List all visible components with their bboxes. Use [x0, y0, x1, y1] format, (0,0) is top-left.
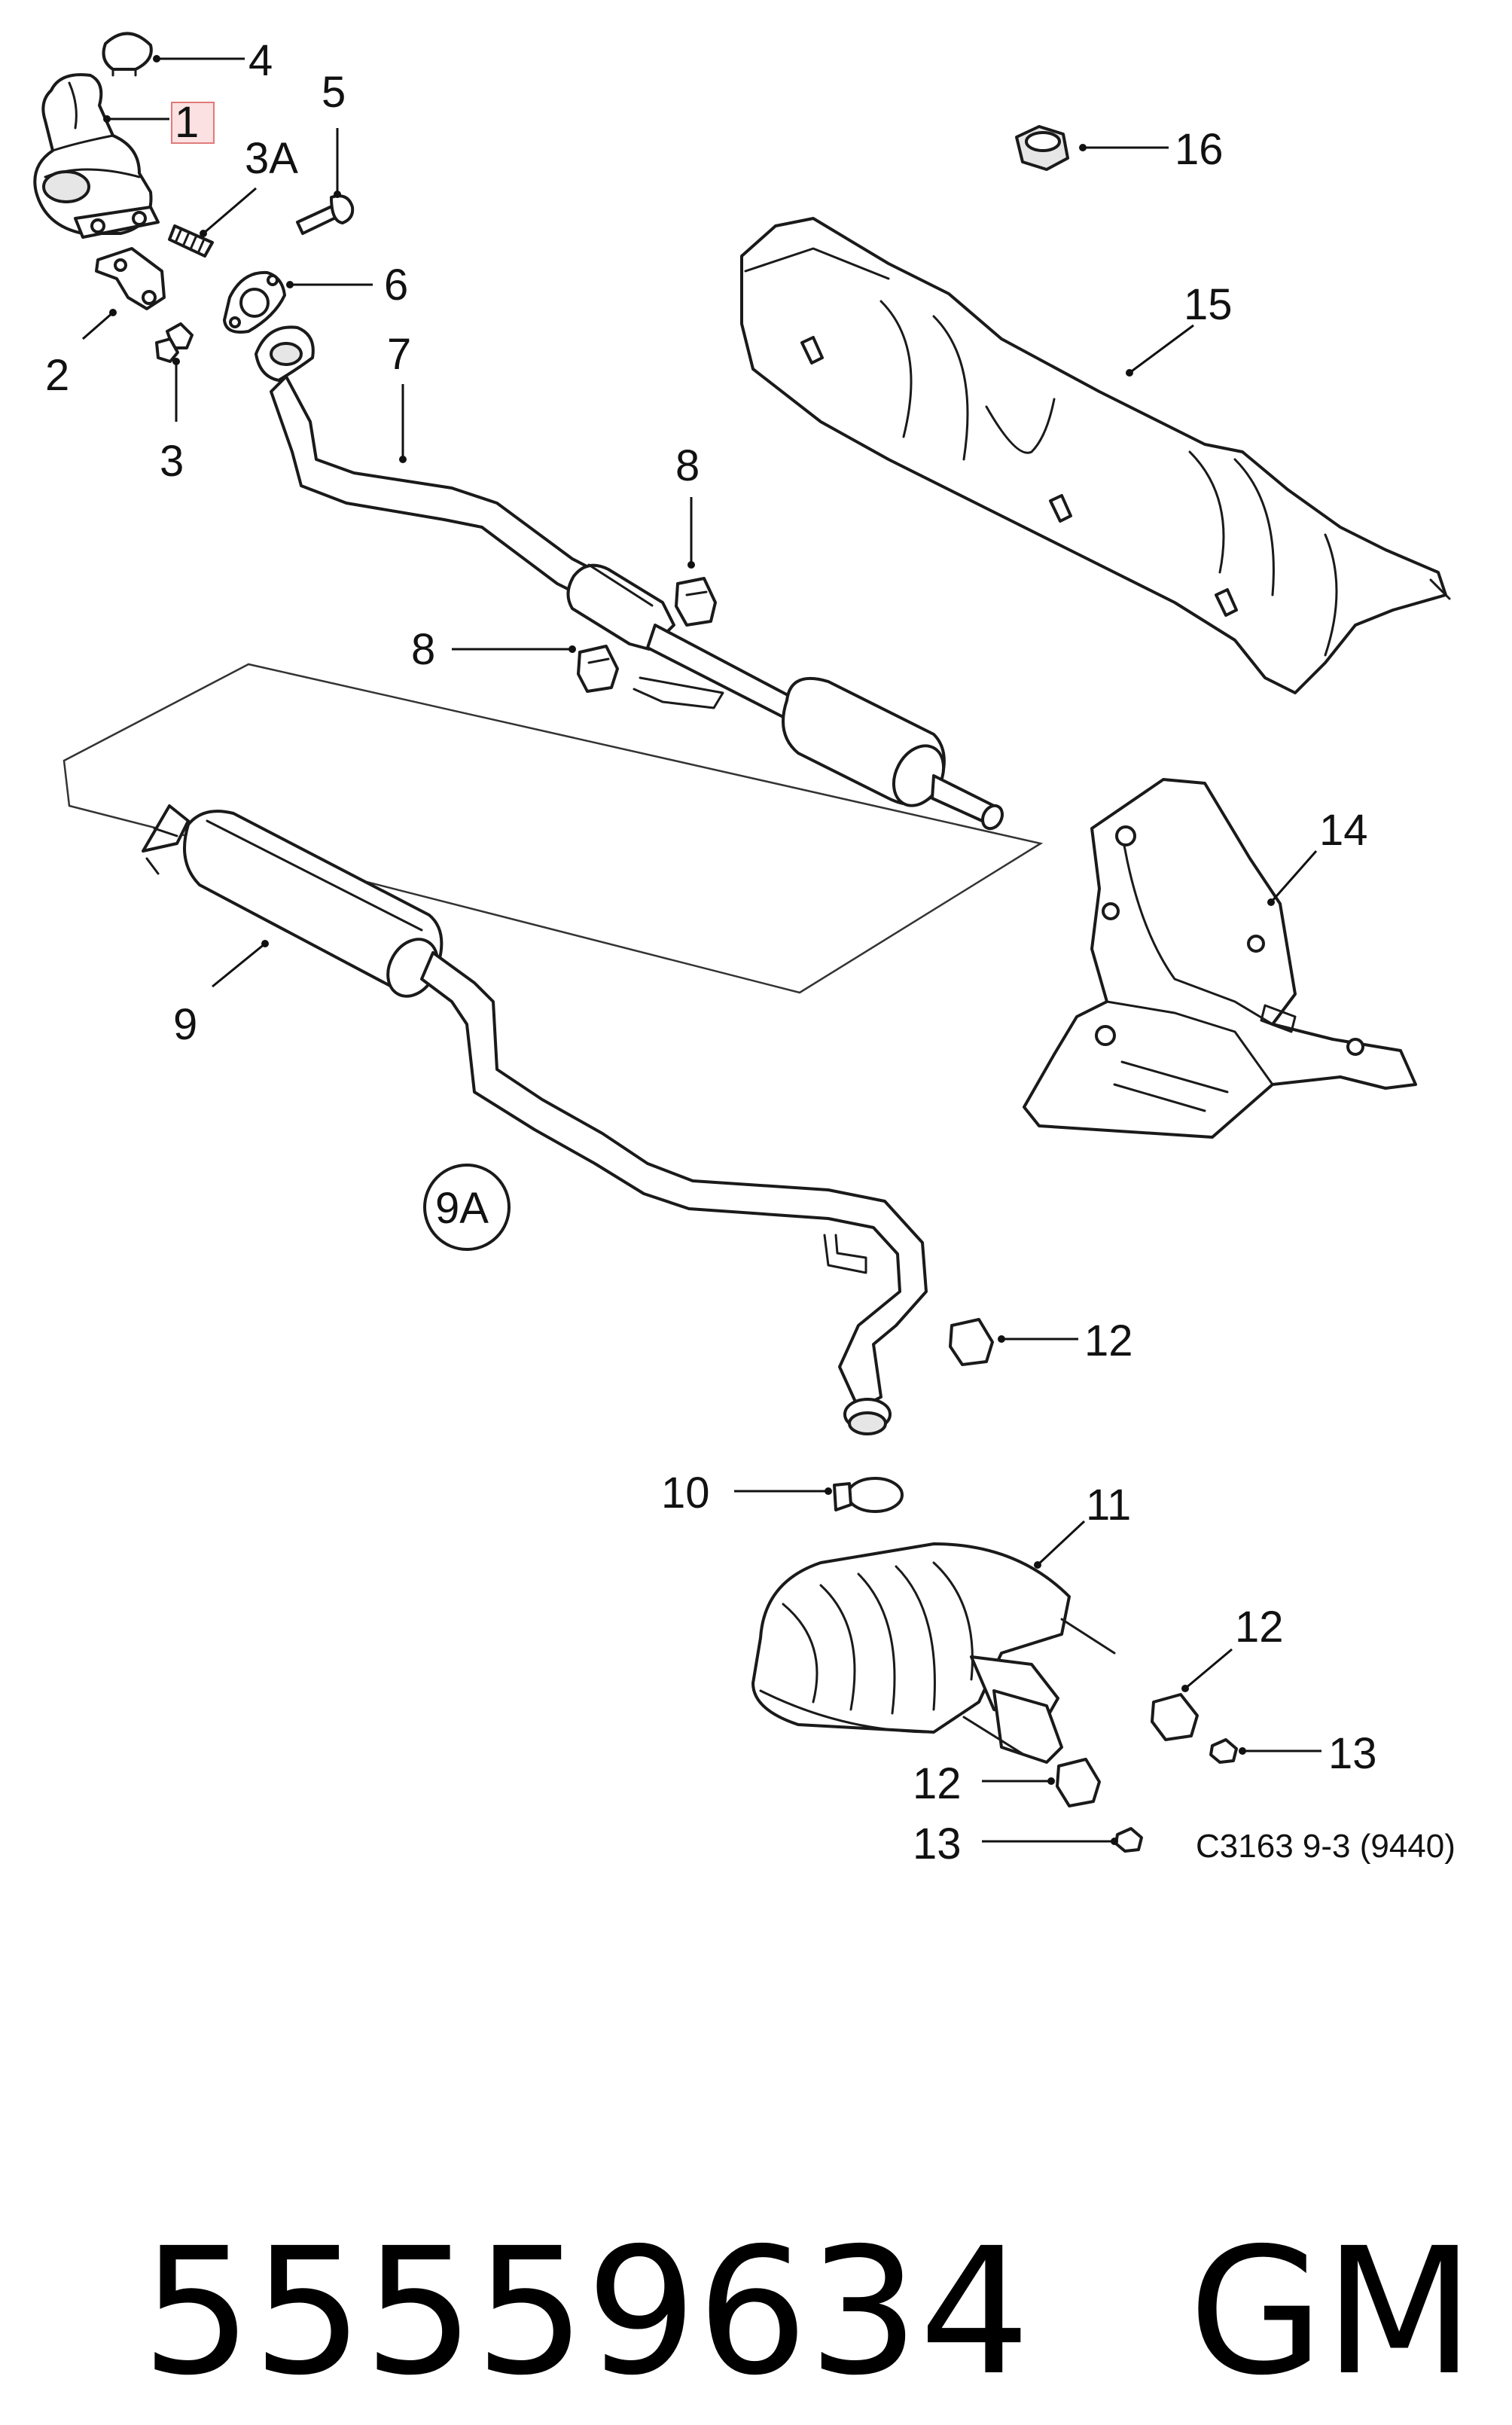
- callout-3a: 3A: [245, 134, 298, 183]
- callout-12-c: 12: [913, 1759, 962, 1808]
- assembly-boundary: [62, 663, 1044, 994]
- callout-4: 4: [248, 36, 273, 85]
- part-10-clamp: [833, 1477, 904, 1513]
- part-8-hanger-upper: [675, 577, 717, 627]
- callout-5: 5: [322, 68, 346, 117]
- part-12-hanger-a: [949, 1318, 994, 1366]
- callout-8-upper: 8: [675, 441, 700, 490]
- callout-13-a: 13: [1328, 1729, 1377, 1778]
- callout-7: 7: [387, 330, 411, 379]
- callout-10: 10: [661, 1469, 710, 1518]
- footer: 55559634 GM: [30, 1973, 1475, 2414]
- part-7-front-pipe: [255, 325, 1004, 831]
- part-3a-stud: [168, 224, 214, 258]
- callout-labels: 4 1 5 3A 6 2 3 7 8 8 9 9A 10 11 12 12 12…: [45, 36, 1456, 1868]
- part-8-hanger-lower: [577, 645, 619, 693]
- callout-6: 6: [384, 261, 408, 310]
- variant-9a-circle: [423, 1164, 511, 1251]
- part-1-catalytic-converter: [33, 73, 160, 239]
- callout-11: 11: [1086, 1481, 1131, 1530]
- brand-label: GM: [1188, 2210, 1475, 2414]
- part-2-bracket: [95, 247, 166, 310]
- callout-1: 1: [175, 98, 199, 147]
- part-3-bolts: [155, 322, 194, 363]
- selected-part-highlight[interactable]: [171, 102, 215, 144]
- leader-lines: [82, 55, 1321, 1845]
- part-16-nut: [1015, 125, 1069, 171]
- callout-12-b: 12: [1235, 1603, 1284, 1652]
- part-12-hanger-b: [1151, 1693, 1199, 1741]
- part-13-nut-b: [1114, 1827, 1143, 1853]
- part-14-heat-shield: [1023, 778, 1417, 1139]
- part-number: 55559634: [141, 2210, 1031, 2414]
- callout-13-b: 13: [913, 1820, 962, 1868]
- callout-9: 9: [173, 1000, 197, 1049]
- part-12-hanger-c: [1056, 1758, 1101, 1807]
- reference-code: C3163 9-3 (9440): [1196, 1828, 1456, 1865]
- callout-15: 15: [1184, 280, 1233, 329]
- part-15-heat-shield: [740, 217, 1451, 694]
- callout-3: 3: [160, 437, 184, 486]
- part-9-middle-silencer: [142, 804, 928, 1435]
- callout-16: 16: [1175, 125, 1224, 174]
- part-11-rear-silencer: [751, 1542, 1116, 1764]
- exhaust-system-diagram: 4 1 5 3A 6 2 3 7 8 8 9 9A 10 11 12 12 12…: [33, 32, 1456, 1868]
- callout-12-a: 12: [1084, 1316, 1133, 1365]
- part-5-bolt: [296, 194, 355, 235]
- callout-2: 2: [45, 351, 69, 400]
- part-6-gasket: [223, 270, 286, 334]
- part-4-clamp: [102, 32, 153, 77]
- callout-14: 14: [1319, 806, 1368, 855]
- callout-8-lower: 8: [411, 625, 435, 674]
- callout-9a: 9A: [435, 1184, 489, 1233]
- part-13-nut-a: [1209, 1738, 1238, 1764]
